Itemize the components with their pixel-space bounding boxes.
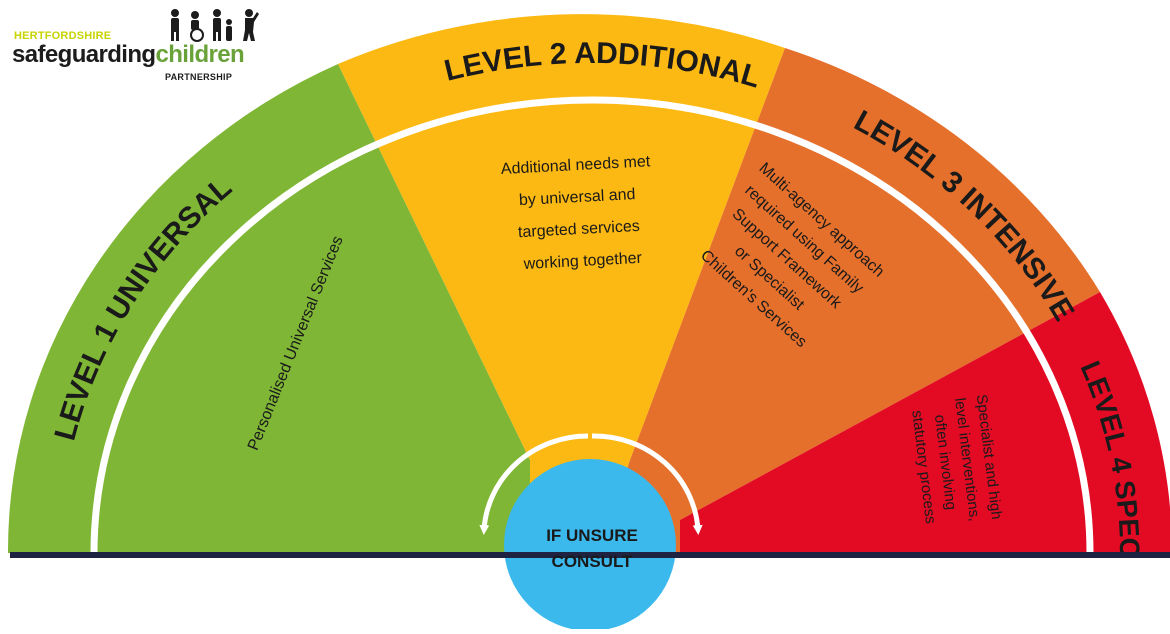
sector-level-4: [680, 292, 1170, 553]
logo-name: safeguardingchildren: [12, 41, 245, 69]
consult-circle: [504, 459, 676, 631]
sector-level-3: [600, 48, 1100, 553]
level-2-description-line: by universal and: [519, 186, 636, 209]
logo-region: HERTFORDSHIRE: [14, 30, 112, 42]
logo: HERTFORDSHIRE safeguardingchildren PARTN…: [12, 8, 262, 88]
sectors: [7, 14, 1170, 553]
logo-name-part2: children: [155, 41, 245, 68]
logo-subtitle: PARTNERSHIP: [165, 72, 233, 82]
consult-line-1: IF UNSURE: [546, 526, 638, 545]
level-2-description-line: targeted services: [518, 218, 641, 241]
sector-level-1: [7, 64, 530, 553]
inner-arc: [90, 96, 1094, 554]
consult-line-2: CONSULT: [552, 552, 634, 571]
right-arrow-icon: [591, 433, 703, 535]
left-arrow-icon: [479, 433, 589, 535]
sector-level-2: [338, 14, 785, 553]
logo-name-part1: safeguarding: [12, 41, 156, 68]
logo-figures-icon: [171, 9, 259, 42]
level-2-description-line: working together: [522, 250, 643, 273]
